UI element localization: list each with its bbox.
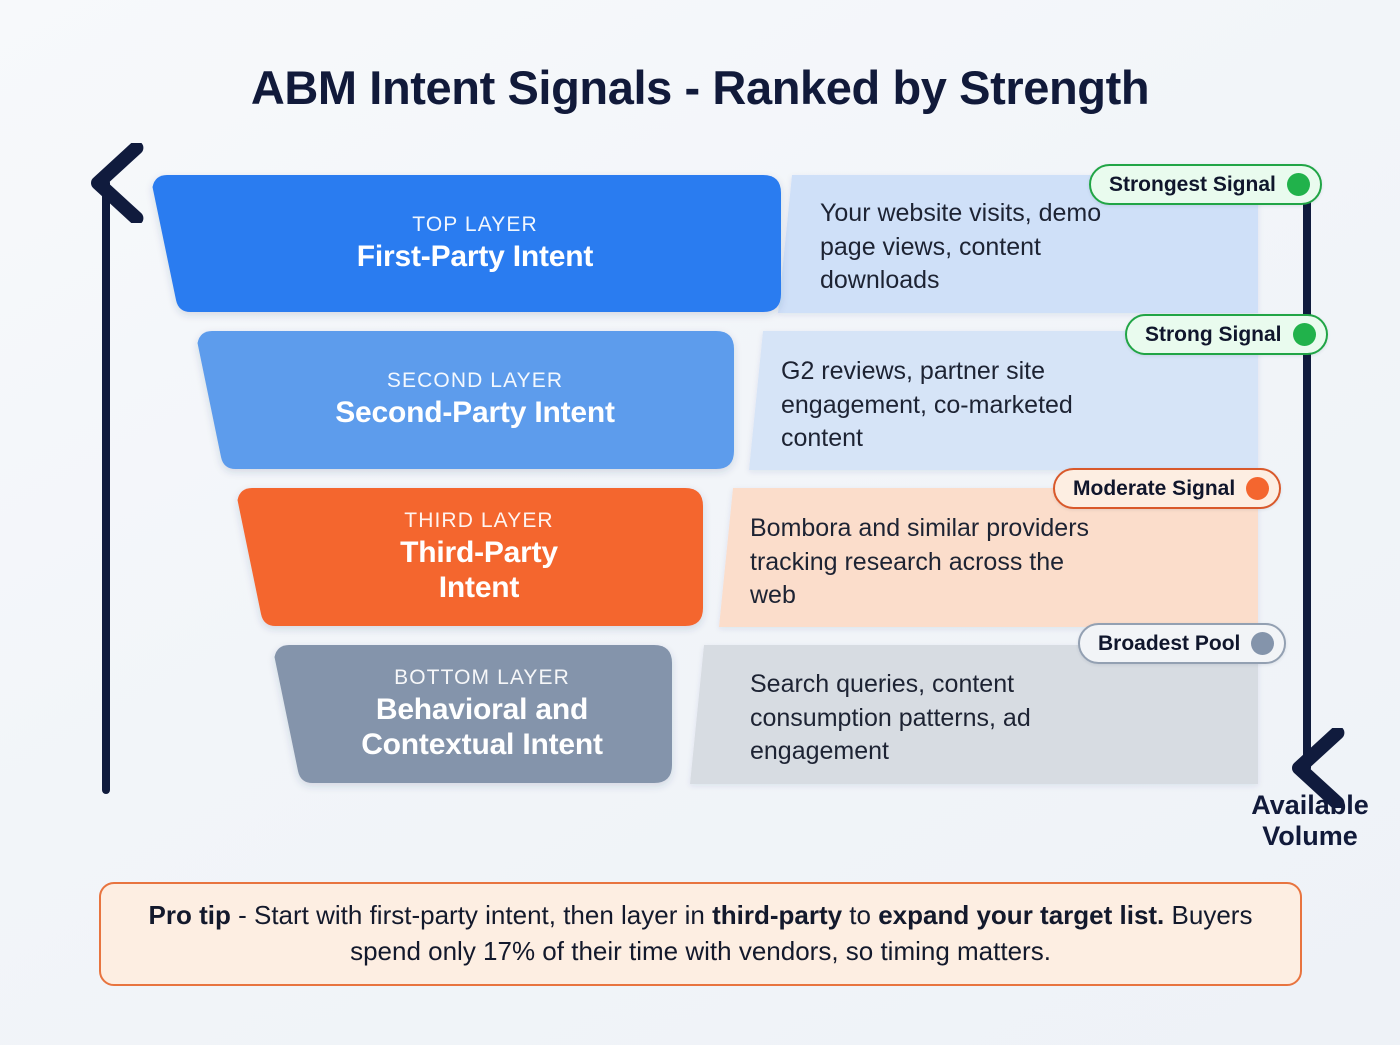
description-panel-2 [749,331,1258,470]
pro-tip-seg1: - Start with first-party intent, then la… [230,900,713,931]
available-volume-line2: Volume [1262,821,1358,852]
available-volume-line1: Available [1251,790,1369,820]
pro-tip-lead: Pro tip [148,900,231,931]
pro-tip-seg3: Buyers spend only 17% of their time with… [350,900,1253,966]
badge-label-1: Strongest Signal [1109,172,1276,196]
pro-tip-bold1: third-party [712,900,843,931]
funnel-layers [152,175,781,783]
description-text-3: Bombora and similar providers tracking r… [750,514,1090,609]
funnel-layer-1 [152,175,781,312]
pro-tip-bold2: expand your target list. [878,900,1165,931]
description-panel-3 [719,488,1258,627]
pro-tip-text: Pro tip - Start with first-party intent,… [131,898,1270,970]
description-text-1: Your website visits, demo page views, co… [820,199,1102,294]
description-text-2: G2 reviews, partner site engagement, co-… [781,357,1073,452]
badge-strong-signal[interactable]: Strong Signal [1125,314,1328,355]
badge-label-4: Broadest Pool [1098,631,1241,655]
status-dot-icon [1246,477,1270,500]
badge-strongest-signal[interactable]: Strongest Signal [1089,164,1322,205]
status-dot-icon [1286,173,1310,196]
status-dot-icon [1251,632,1275,655]
funnel-layer-4 [274,645,672,783]
description-panel-1 [778,175,1258,313]
page-title: ABM Intent Signals - Ranked by Strength [250,61,1150,114]
badge-label-2: Strong Signal [1145,322,1282,346]
status-dot-icon [1292,323,1316,346]
funnel-layer-3 [237,488,703,626]
badge-label-3: Moderate Signal [1073,476,1236,500]
description-panel-4 [690,645,1258,784]
funnel-layer-2 [197,331,734,469]
badge-broadest-pool[interactable]: Broadest Pool [1078,623,1287,664]
description-text-4: Search queries, content consumption patt… [750,670,1031,765]
badge-moderate-signal[interactable]: Moderate Signal [1053,468,1282,509]
description-panels [690,175,1258,784]
pro-tip-seg2: to [842,900,879,931]
available-volume-label: Available Volume [1222,790,1398,853]
pro-tip-box: Pro tip - Start with first-party intent,… [99,882,1302,986]
